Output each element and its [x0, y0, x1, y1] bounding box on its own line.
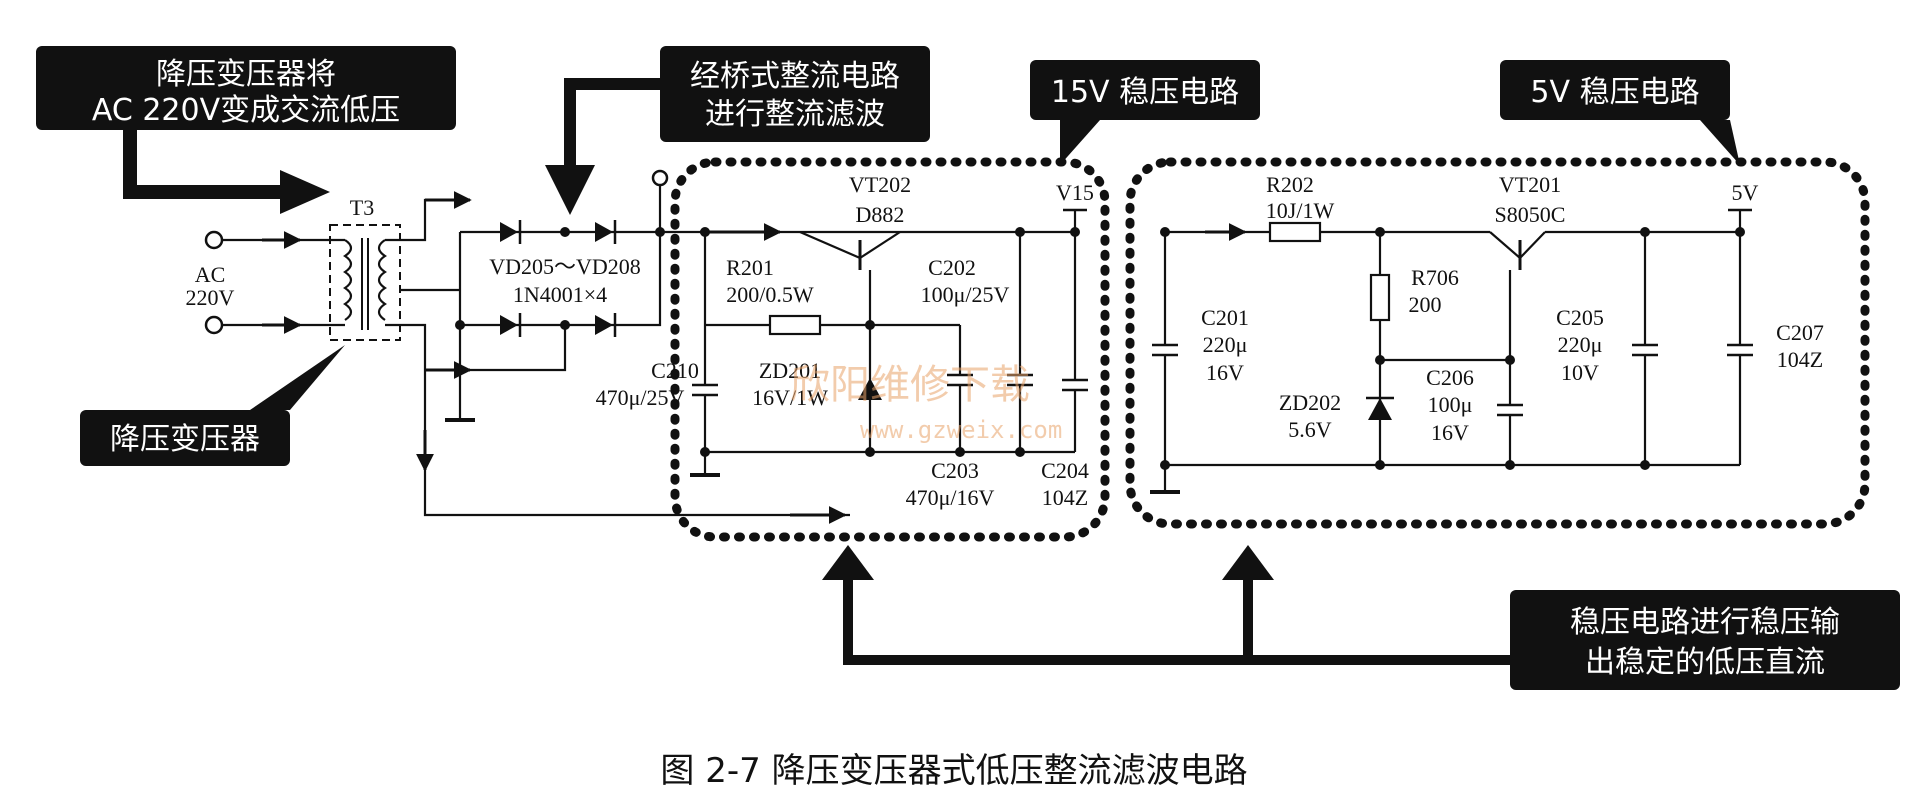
- circuit-label: 10J/1W: [1266, 198, 1335, 223]
- circuit-label: 16V/1W: [752, 385, 828, 410]
- circuit-label: VT202: [849, 172, 911, 197]
- circuit-label: S8050C: [1495, 202, 1566, 227]
- circuit-label: C201: [1201, 305, 1249, 330]
- circuit-label: 100μ/25V: [921, 282, 1010, 307]
- circuit-label: 5V: [1732, 180, 1759, 205]
- circuit-label: T3: [350, 195, 374, 220]
- reg15-region: [670, 157, 1110, 542]
- circuit-label: 进行整流滤波: [705, 97, 885, 132]
- circuit-label: 降压变压器将: [156, 57, 336, 92]
- bridge-note-callout: 经桥式整流电路 进行整流滤波: [545, 46, 930, 215]
- circuit-label: C203: [931, 458, 979, 483]
- circuit-label: VD205～VD208: [489, 254, 641, 279]
- figure-caption: 图 2-7 降压变压器式低压整流滤波电路: [660, 751, 1247, 791]
- watermark-url: www.gzweix.com: [860, 416, 1062, 444]
- output-note-callout: 稳压电路进行稳压输 出稳定的低压直流: [822, 545, 1900, 690]
- circuit-label: 200/0.5W: [726, 282, 814, 307]
- ac-input: AC 220V: [186, 230, 345, 335]
- watermark-text: 欣阳维修下载: [790, 362, 1030, 408]
- circuit-label: 16V: [1431, 420, 1469, 445]
- circuit-label: 10V: [1561, 360, 1599, 385]
- reg5-region: [1125, 157, 1870, 529]
- transformer-label-callout: 降压变压器: [80, 345, 345, 466]
- circuit-label: AC 220V变成交流低压: [92, 93, 400, 128]
- circuit-label: 1N4001×4: [513, 282, 607, 307]
- circuit-label: ZD202: [1279, 390, 1341, 415]
- circuit-label: C207: [1776, 320, 1824, 345]
- circuit-label: AC: [195, 262, 226, 287]
- circuit-label: V15: [1056, 180, 1094, 205]
- circuit-label: C206: [1426, 365, 1474, 390]
- circuit-label: C202: [928, 255, 976, 280]
- circuit-label: 220μ: [1558, 332, 1603, 357]
- circuit-label: D882: [856, 202, 905, 227]
- circuit-label: R706: [1411, 265, 1459, 290]
- circuit-label: 470μ/25V: [596, 385, 685, 410]
- circuit-label: 104Z: [1777, 347, 1823, 372]
- circuit-label: C210: [651, 358, 699, 383]
- transformer-note-callout: 降压变压器将 AC 220V变成交流低压: [36, 46, 456, 214]
- circuit-label: 470μ/16V: [906, 485, 995, 510]
- circuit-label: C205: [1556, 305, 1604, 330]
- bridge-rectifier: VD205～VD208 1N4001×4: [385, 169, 850, 524]
- circuit-label: 出稳定的低压直流: [1585, 645, 1825, 680]
- reg15-circuit: VT202 D882 R201 200/0.5W C210 470μ/25V Z…: [596, 172, 1094, 510]
- circuit-label: 经桥式整流电路: [690, 59, 900, 94]
- circuit-label: VT201: [1499, 172, 1561, 197]
- circuit-label: 稳压电路进行稳压输: [1570, 605, 1840, 640]
- circuit-label: C204: [1041, 458, 1089, 483]
- circuit-label: 100μ: [1428, 392, 1473, 417]
- reg5-circuit: R202 10J/1W VT201 S8050C C201 220μ 16V R…: [1150, 172, 1824, 494]
- circuit-label: 5V 稳压电路: [1530, 75, 1699, 110]
- circuit-label: R202: [1266, 172, 1314, 197]
- circuit-label: 220V: [186, 285, 235, 310]
- circuit-label: 15V 稳压电路: [1051, 75, 1239, 110]
- circuit-label: R201: [726, 255, 774, 280]
- circuit-label: ZD201: [759, 358, 821, 383]
- reg15-title-callout: 15V 稳压电路: [1030, 60, 1260, 165]
- circuit-label: 降压变压器: [110, 422, 260, 457]
- circuit-label: 5.6V: [1288, 417, 1332, 442]
- reg5-title-callout: 5V 稳压电路: [1500, 60, 1740, 165]
- transformer-t3: T3: [329, 195, 401, 341]
- circuit-label: 200: [1409, 292, 1442, 317]
- circuit-label: 16V: [1206, 360, 1244, 385]
- circuit-label: 104Z: [1042, 485, 1088, 510]
- circuit-label: 220μ: [1203, 332, 1248, 357]
